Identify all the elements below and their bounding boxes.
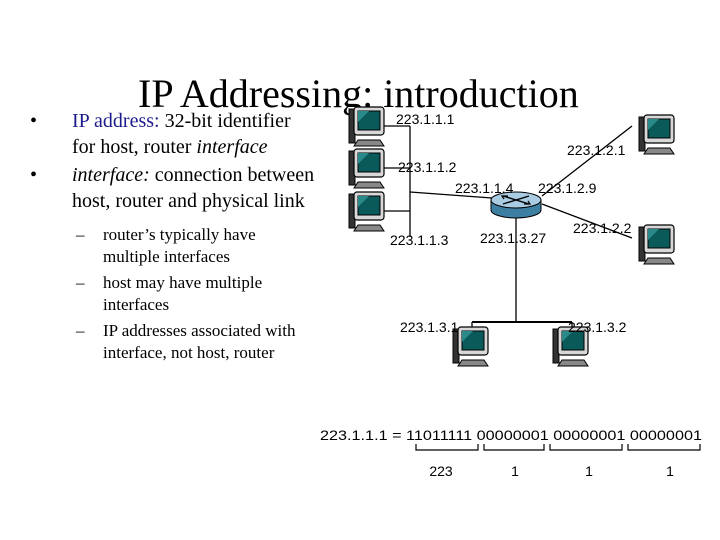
bullet-mark: • (30, 164, 38, 186)
sub-bullet-list: – router’s typically have multiple inter… (28, 224, 318, 364)
term-interface-inline: interface (196, 136, 268, 158)
host-computer-icon (348, 148, 385, 189)
sub-bullet-text: host may have multiple interfaces (103, 273, 263, 314)
address-label: 223.1.1.4 (455, 180, 514, 196)
bullet-list: • IP address: 32-bit identifier for host… (28, 108, 318, 368)
address-label: 223.1.1.3 (390, 232, 449, 248)
host-computer-icon (348, 191, 385, 232)
link-h5 (541, 203, 633, 239)
subnet-223-1-2-links (541, 125, 633, 239)
address-label: 223.1.3.1 (400, 319, 459, 335)
address-label: 223.1.2.2 (573, 220, 632, 236)
link-h4 (541, 125, 633, 197)
octet-brackets (415, 444, 701, 451)
address-label: 223.1.1.2 (398, 159, 457, 175)
octet-bracket (627, 444, 701, 451)
octet-value: 1 (666, 463, 674, 479)
address-label: 223.1.2.9 (538, 180, 597, 196)
sub-bullet-addresses: – IP addresses associated with interface… (28, 320, 303, 364)
sub-bullet-text: IP addresses associated with interface, … (103, 321, 296, 362)
definition-ip-address: 32-bit identifier for host, router (72, 110, 291, 158)
link-router-subnet-1 (409, 191, 493, 199)
binary-equation: 223.1.1.1 = 11011111 00000001 00000001 0… (320, 427, 702, 443)
term-interface: interface: (72, 164, 150, 186)
dash-mark: – (76, 225, 85, 244)
host-computer-icon (348, 106, 385, 147)
address-label: 223.1.3.2 (568, 319, 627, 335)
bullet-mark: • (30, 110, 38, 132)
bullet-ip-address: • IP address: 32-bit identifier for host… (28, 108, 318, 160)
dash-mark: – (76, 273, 85, 292)
bullet-interface: • interface: connection between host, ro… (28, 162, 318, 214)
definition-interface: connection between host, router and phys… (72, 164, 315, 212)
octet-value: 1 (585, 463, 593, 479)
octet-value: 223 (429, 463, 453, 479)
sub-bullet-text: router’s typically have multiple interfa… (103, 225, 256, 266)
octet-bracket (549, 444, 623, 451)
host-computer-icon (638, 224, 675, 265)
address-label: 223.1.3.27 (480, 230, 546, 246)
dash-mark: – (76, 321, 85, 340)
octet-bracket (415, 444, 479, 451)
octet-value: 1 (511, 463, 519, 479)
address-label: 223.1.2.1 (567, 142, 626, 158)
sub-bullet-routers: – router’s typically have multiple inter… (28, 224, 303, 268)
term-ip-address: IP address: (72, 110, 160, 132)
octet-bracket (483, 444, 545, 451)
sub-bullet-hosts: – host may have multiple interfaces (28, 272, 303, 316)
address-label: 223.1.1.1 (396, 111, 455, 127)
host-computer-icon (638, 114, 675, 155)
